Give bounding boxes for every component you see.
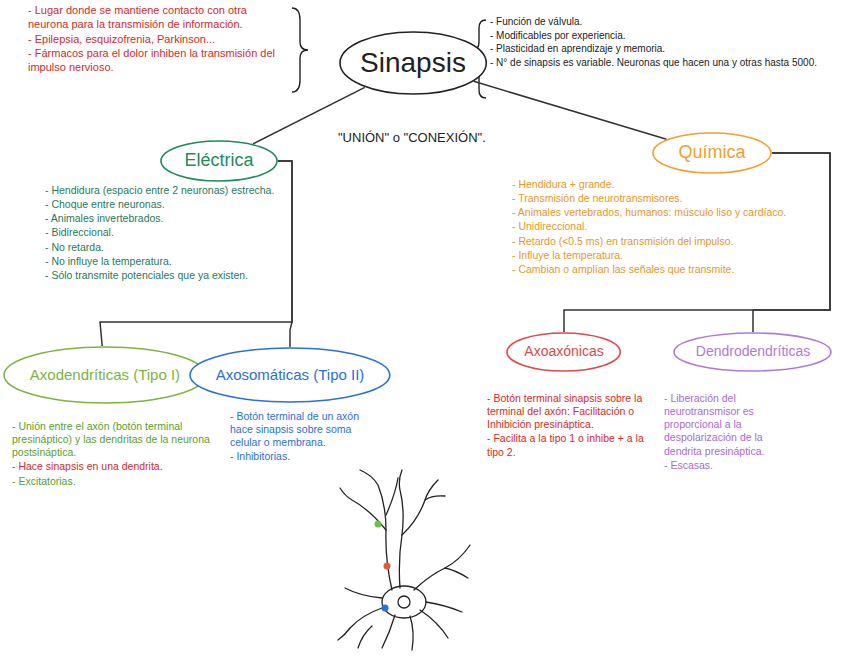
note-text: - No retarda. [45, 241, 277, 254]
note-text: - Plasticidad en aprendizaje y memoria. [490, 43, 835, 56]
ellipse-node: Dendrodendríticas [673, 332, 832, 372]
connector [753, 153, 830, 332]
synapse-dot [384, 563, 391, 570]
note-list: "UNIÓN" o "CONEXIÓN". [338, 130, 538, 147]
note-list: - Unión entre el axón (botón terminal pr… [12, 420, 210, 489]
node-title: Axosomáticas (Tipo II) [216, 367, 365, 384]
note-text: - Animales invertebrados. [45, 212, 277, 225]
note-text: - Hendidura (espacio entre 2 neuronas) e… [45, 184, 277, 197]
note-text: - Lugar donde se mantiene contacto con o… [28, 4, 290, 32]
note-text: - Animales vertebrados, humanos: músculo… [512, 206, 817, 219]
ellipse-node: Sinapsis [339, 31, 487, 95]
note-text: - Influye la temperatura. [512, 249, 817, 262]
ellipse-node: Axoaxónicas [506, 332, 621, 372]
note-text: - Modificables por experiencia. [490, 30, 835, 43]
note-text: - Facilita a la tipo 1 o inhibe + a la t… [487, 432, 657, 458]
neuron-drawing [338, 470, 470, 650]
note-text: - Excitatorias. [12, 475, 210, 488]
ellipse-node: Axodendríticas (Tipo I) [3, 346, 207, 404]
note-text: - Inhibitorias. [230, 450, 380, 463]
note-text: "UNIÓN" o "CONEXIÓN". [338, 130, 538, 146]
note-text: - Bidireccional. [45, 226, 277, 239]
note-text: - Unión entre el axón (botón terminal pr… [12, 420, 210, 459]
note-text: - Hace sinapsis en una dendrita. [12, 460, 210, 473]
node-title: Química [678, 143, 745, 163]
note-list: - Hendidura + grande.- Transmisión de ne… [512, 178, 817, 277]
note-list: - Liberación del neurotransmisor es prop… [664, 392, 799, 473]
node-title: Eléctrica [184, 151, 253, 171]
note-list: - Función de válvula.- Modificables por … [490, 16, 835, 70]
node-title: Dendrodendríticas [696, 344, 810, 359]
note-list: - Botón terminal sinapsis sobre la termi… [487, 392, 657, 460]
note-list: - Lugar donde se mantiene contacto con o… [28, 4, 290, 76]
note-list: - Botón terminal de un axón hace sinapsi… [230, 410, 380, 465]
note-text: - Botón terminal de un axón hace sinapsi… [230, 410, 380, 449]
note-text: - Epilepsia, esquizofrenia, Parkinson... [28, 33, 290, 47]
note-text: - Escasas. [664, 459, 799, 472]
note-text: - Unidireccional. [512, 220, 817, 233]
note-text: - Función de válvula. [490, 16, 835, 29]
ellipse-node: Química [652, 132, 772, 174]
note-text: - Liberación del neurotransmisor es prop… [664, 392, 799, 458]
note-text: - N° de sinapsis es variable. Neuronas q… [490, 57, 835, 70]
node-title: Axodendríticas (Tipo I) [30, 367, 180, 384]
note-text: - Fármacos para el dolor inhiben la tran… [28, 47, 290, 75]
ellipse-node: Eléctrica [160, 140, 278, 182]
note-text: - Transmisión de neurotransmisores. [512, 192, 817, 205]
note-text: - Sólo transmite potenciales que ya exis… [45, 269, 277, 282]
note-text: - Retardo (<0.5 ms) en transmisión del i… [512, 235, 817, 248]
node-title: Axoaxónicas [524, 344, 603, 359]
synapse-dot [382, 605, 389, 612]
node-title: Sinapsis [360, 48, 466, 79]
connector [474, 81, 667, 139]
note-text: - Choque entre neuronas. [45, 198, 277, 211]
note-text: - Hendidura + grande. [512, 178, 817, 191]
bracket [292, 8, 308, 92]
note-text: - No influye la temperatura. [45, 255, 277, 268]
note-list: - Hendidura (espacio entre 2 neuronas) e… [45, 184, 277, 283]
synapse-dot [375, 521, 382, 528]
note-text: - Botón terminal sinapsis sobre la termi… [487, 392, 657, 431]
connector [278, 161, 292, 347]
ellipse-node: Axosomáticas (Tipo II) [189, 347, 391, 403]
note-text: - Cambian o amplían las señales que tran… [512, 263, 817, 276]
